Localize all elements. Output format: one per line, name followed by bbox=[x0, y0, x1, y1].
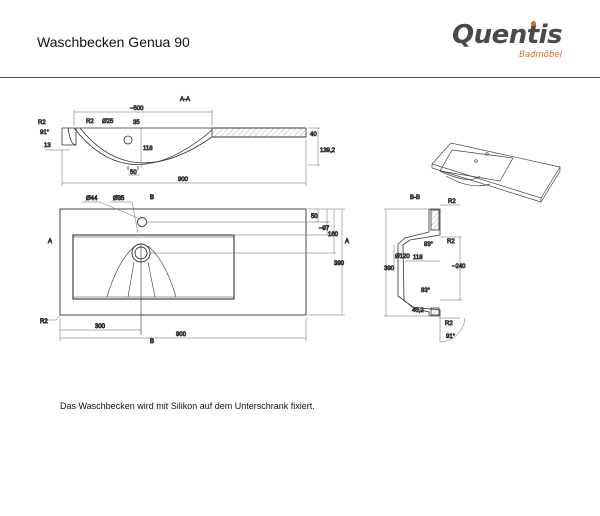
logo-subtitle: Badmöbel bbox=[519, 50, 562, 60]
dim-bb-diam: Ø120 bbox=[395, 254, 410, 260]
dim-bb-ang2: 83° bbox=[421, 288, 431, 294]
dim-angle: 91° bbox=[40, 130, 50, 136]
isometric-view bbox=[431, 142, 561, 203]
dim-bb-240: ~240 bbox=[452, 264, 466, 270]
dim-bb-390: 390 bbox=[384, 266, 395, 272]
dim-bb-118: 118 bbox=[413, 255, 423, 261]
dim-thickness: 40 bbox=[310, 132, 317, 138]
dim-bb-r-top: R2 bbox=[448, 199, 456, 205]
dim-edge: 13 bbox=[44, 143, 51, 149]
dim-basin-width: ~500 bbox=[130, 106, 144, 112]
dim-bottom-50: 50 bbox=[130, 170, 137, 176]
header-divider bbox=[0, 77, 600, 78]
dim-r-left: R2 bbox=[38, 120, 46, 126]
dim-height: 139,2 bbox=[320, 148, 336, 154]
section-mark-b-top: B bbox=[150, 195, 154, 201]
dim-bb-thickness: 40,2 bbox=[412, 308, 424, 314]
logo-brand: Quentis bbox=[452, 20, 563, 50]
section-bb: B-B R2 R2 R2 390 Ø120 118 ~240 83° 83° 9… bbox=[384, 195, 467, 343]
section-aa-label: A-A bbox=[180, 97, 190, 103]
page-title: Waschbecken Genua 90 bbox=[37, 34, 190, 50]
dim-corner-r: R2 bbox=[40, 319, 48, 325]
dim-50: 50 bbox=[311, 214, 318, 220]
dim-bb-ang1: 83° bbox=[424, 242, 434, 248]
section-aa: A-A ~500 R2 Ø25 bbox=[38, 97, 336, 186]
dim-drain: Ø44 bbox=[86, 196, 98, 202]
dim-bb-r-bottom: R2 bbox=[445, 321, 453, 327]
dim-390: 390 bbox=[334, 261, 345, 267]
dim-97: ~97 bbox=[319, 226, 330, 232]
section-mark-b-bottom: B bbox=[150, 339, 154, 345]
dim-depth-35: 35 bbox=[133, 120, 140, 126]
dim-drain-diam: Ø25 bbox=[102, 119, 114, 125]
dim-bb-ang3: 91° bbox=[446, 334, 456, 340]
dim-depth-118: 118 bbox=[143, 146, 153, 152]
installation-note: Das Waschbecken wird mit Silikon auf dem… bbox=[60, 401, 315, 411]
logo-dot-icon bbox=[531, 21, 536, 26]
dim-total-width: 900 bbox=[178, 177, 189, 183]
dim-tap-hole: Ø35 bbox=[113, 196, 125, 202]
dim-r-inner: R2 bbox=[86, 119, 94, 125]
dim-160: 160 bbox=[328, 232, 339, 238]
quentis-logo: Quentis Badmöbel bbox=[452, 20, 563, 60]
section-bb-label: B-B bbox=[410, 195, 420, 201]
dim-bb-r-mid: R2 bbox=[447, 239, 455, 245]
plan-view: Ø44 Ø35 B B A A R2 300 900 50 ~97 160 39… bbox=[40, 195, 350, 346]
section-mark-a-left: A bbox=[48, 239, 52, 245]
section-mark-a-right: A bbox=[345, 239, 349, 245]
dim-plan-width: 900 bbox=[176, 332, 187, 338]
dim-offset-300: 300 bbox=[95, 324, 106, 330]
